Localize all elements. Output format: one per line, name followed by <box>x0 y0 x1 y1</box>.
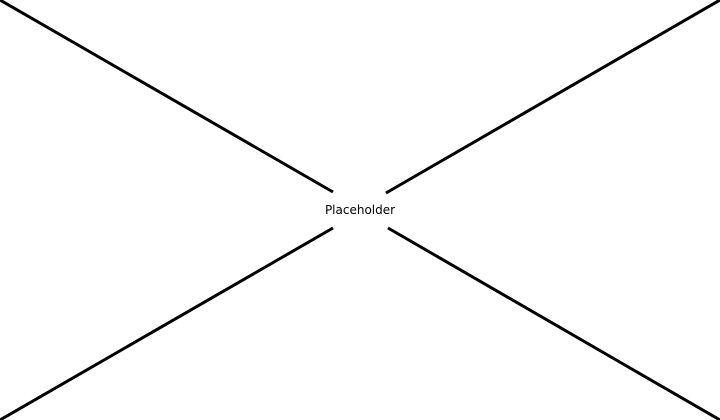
cross-line-top-left <box>0 0 334 194</box>
cross-line-top-right <box>385 0 720 195</box>
cross-line-bottom-right <box>387 226 720 420</box>
cross-line-bottom-left <box>0 226 334 420</box>
